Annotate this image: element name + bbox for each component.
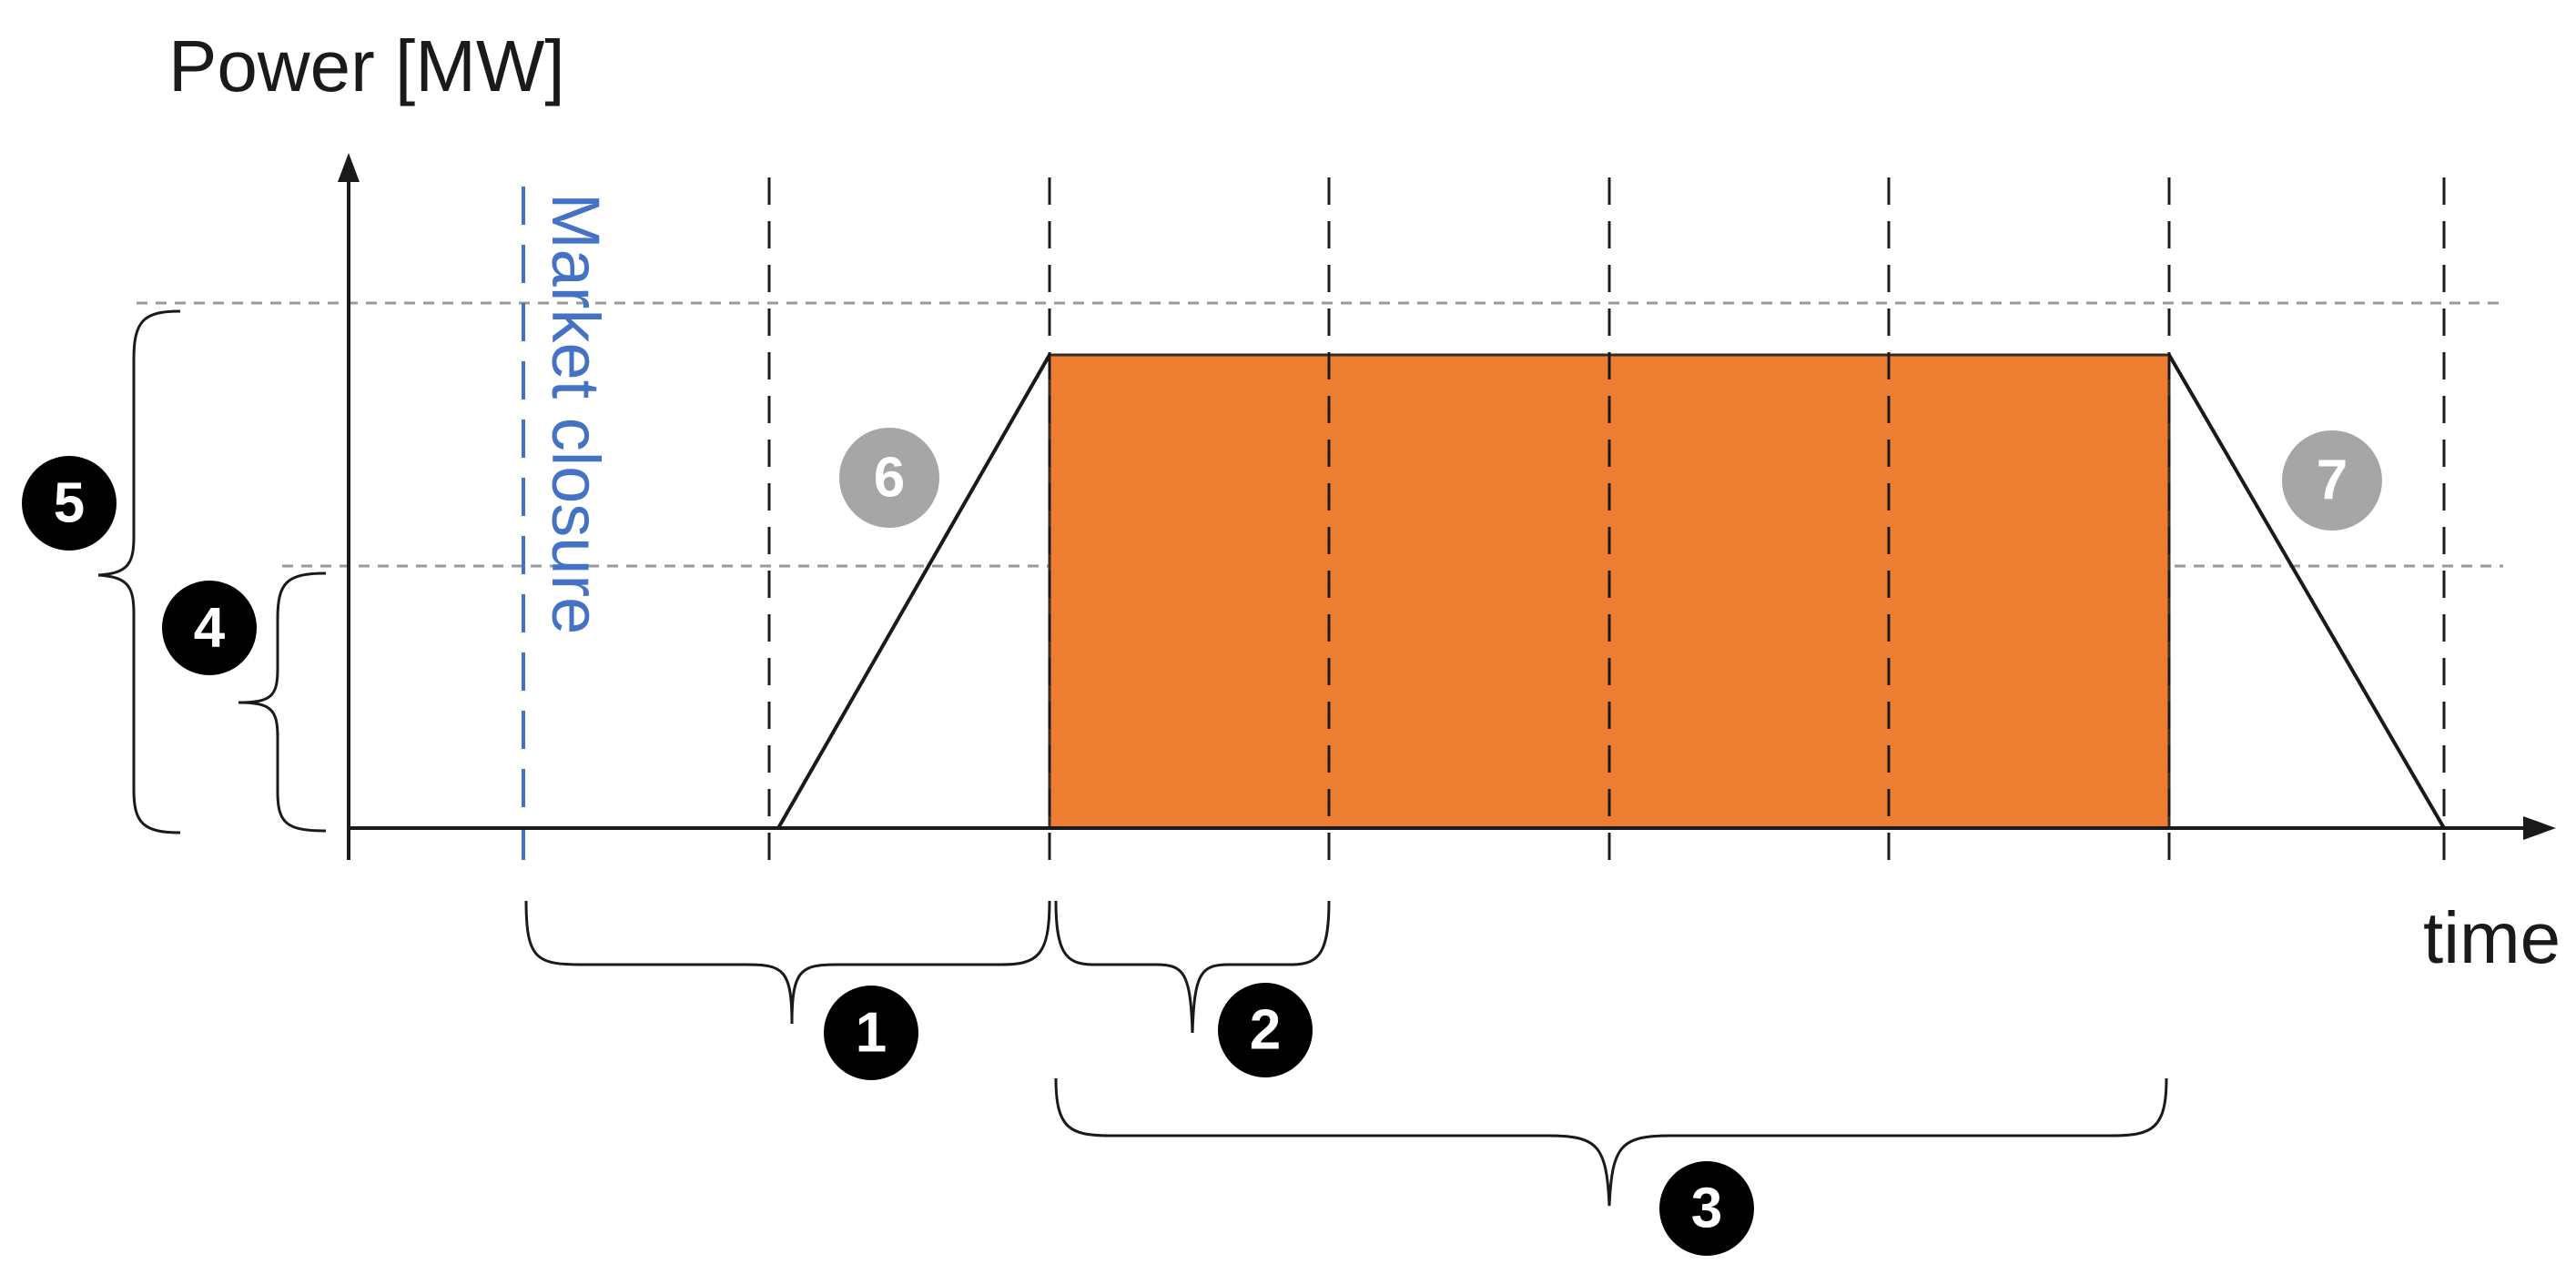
marker-2: 2 — [1218, 983, 1313, 1077]
brace-2 — [1054, 900, 1331, 1034]
marker-6: 6 — [839, 428, 939, 528]
marker-4-circle — [162, 581, 257, 675]
marker-1-circle — [824, 986, 918, 1080]
x-axis-arrow — [2523, 816, 2556, 840]
brace-4 — [238, 571, 327, 833]
brace-3 — [1054, 1077, 2168, 1207]
marker-1: 1 — [824, 986, 918, 1080]
marker-2-circle — [1218, 983, 1313, 1077]
ramp-down-line — [2167, 353, 2446, 830]
marker-3-label: 3 — [1691, 1178, 1722, 1240]
marker-5-circle — [22, 456, 117, 551]
brace-5 — [97, 309, 181, 834]
marker-4: 4 — [162, 581, 257, 675]
marker-1-label: 1 — [856, 1002, 887, 1065]
marker-3-circle — [1659, 1161, 1754, 1256]
marker-2-label: 2 — [1250, 999, 1281, 1062]
marker-3: 3 — [1659, 1161, 1754, 1256]
y-axis-label: Power [MW] — [168, 25, 565, 106]
marker-6-circle — [839, 428, 939, 528]
marker-4-label: 4 — [194, 597, 226, 660]
time-slot-lines — [767, 177, 2446, 869]
marker-5-label: 5 — [54, 472, 85, 535]
brace-1 — [524, 900, 1051, 1025]
marker-6-label: 6 — [874, 447, 905, 510]
marker-7: 7 — [2282, 430, 2382, 531]
y-axis-arrow — [338, 153, 360, 182]
market-closure-label: Market closure — [538, 193, 614, 634]
ramp-up-line — [776, 354, 1051, 829]
x-axis-label: time — [2423, 897, 2561, 978]
marker-7-circle — [2282, 430, 2382, 531]
marker-5: 5 — [22, 456, 117, 551]
marker-7-label: 7 — [2317, 450, 2348, 512]
